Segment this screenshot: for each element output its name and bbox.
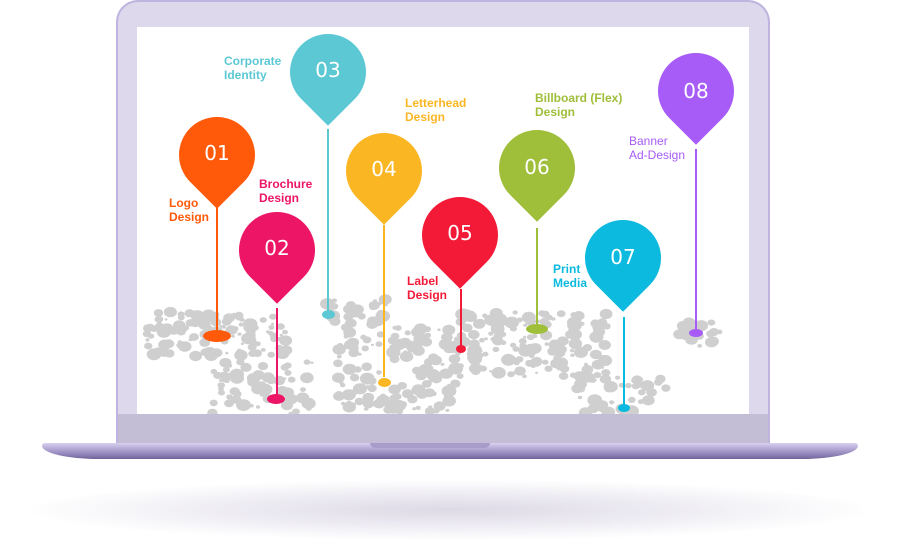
pin-stem-01 — [216, 199, 218, 337]
pin-number-04: 04 — [371, 157, 397, 181]
pin-stem-04 — [383, 225, 385, 377]
pin-base-04 — [378, 378, 391, 387]
pin-stem-02 — [276, 308, 278, 396]
pin-base-01 — [203, 330, 231, 342]
pin-label-05: Label Design — [407, 274, 448, 302]
laptop-screen: 01 Logo Design 02 Brochure Design 03 Cor… — [137, 27, 749, 414]
pin-number-08: 08 — [683, 79, 709, 103]
pin-number-02: 02 — [264, 236, 290, 260]
pin-label-01: Logo Design — [169, 196, 210, 224]
pin-number-07: 07 — [610, 245, 636, 269]
pin-number-03: 03 — [315, 58, 341, 82]
pin-number-06: 06 — [524, 155, 550, 179]
laptop-bezel-bottom — [118, 414, 768, 445]
pin-base-07 — [618, 404, 630, 412]
pin-stem-08 — [695, 149, 697, 331]
pin-stem-06 — [536, 228, 538, 324]
pin-base-03 — [322, 310, 335, 319]
laptop-base — [42, 443, 858, 459]
pin-label-04: Letterhead Design — [405, 96, 467, 124]
pin-label-06: Billboard (Flex) Design — [535, 91, 623, 119]
pin-label-07: Print Media — [553, 262, 588, 290]
pin-number-01: 01 — [204, 141, 230, 165]
laptop-hinge-notch — [370, 443, 490, 448]
pin-base-05 — [456, 345, 466, 353]
pin-base-02 — [267, 394, 285, 404]
laptop-shadow — [30, 480, 870, 540]
pin-label-03: Corporate Identity — [224, 54, 282, 82]
pin-label-02: Brochure Design — [259, 177, 313, 205]
pin-number-05: 05 — [447, 221, 473, 245]
pin-label-08: Banner Ad-Design — [629, 134, 686, 162]
world-map-dots — [142, 294, 723, 414]
pin-stem-05 — [460, 289, 462, 347]
pin-stem-07 — [623, 317, 625, 407]
pin-base-08 — [689, 329, 703, 337]
pin-base-06 — [526, 324, 548, 334]
pin-stem-03 — [327, 129, 329, 315]
